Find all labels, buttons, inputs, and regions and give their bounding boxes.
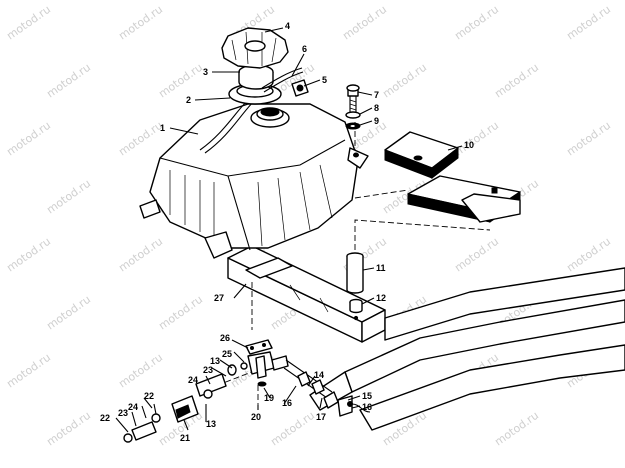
watermark-text: motod.ru: [564, 3, 613, 43]
callout-labels: 1 2 3 4 5 6 7 8 9 10 11 12 13 13 14 15 1…: [100, 21, 474, 443]
watermark-text: motod.ru: [452, 119, 501, 159]
callout-11: 11: [376, 263, 386, 273]
callout-4: 4: [285, 21, 290, 31]
watermark-text: motod.ru: [564, 119, 613, 159]
watermark-text: motod.ru: [116, 119, 165, 159]
watermark-text: motod.ru: [4, 235, 53, 275]
filler-cap-assembly: [221, 27, 289, 105]
callout-20: 20: [251, 412, 261, 422]
watermark-text: motod.ru: [44, 177, 93, 217]
fuel-tank: [139, 97, 369, 259]
callout-13b: 13: [206, 419, 216, 429]
callout-16a: 16: [282, 398, 292, 408]
watermark-text: motod.ru: [116, 351, 165, 391]
watermark-text: motod.ru: [44, 61, 93, 101]
callout-17: 17: [316, 412, 326, 422]
callout-26: 26: [220, 333, 230, 343]
callout-24a: 24: [188, 375, 198, 385]
callout-12: 12: [376, 293, 386, 303]
callout-25: 25: [222, 349, 232, 359]
fuel-valve-assembly: [240, 339, 289, 387]
watermark-text: motod.ru: [340, 3, 389, 43]
callout-6: 6: [302, 44, 307, 54]
vent-hose-fitting: [261, 67, 309, 97]
watermark-text: motod.ru: [492, 61, 541, 101]
callout-19: 19: [264, 393, 274, 403]
watermark-text: motod.ru: [4, 119, 53, 159]
callout-8: 8: [374, 103, 379, 113]
callout-1: 1: [160, 123, 165, 133]
callout-2: 2: [186, 95, 191, 105]
callout-23b: 23: [118, 408, 128, 418]
tank-pad: [245, 257, 293, 279]
watermark-text: motod.ru: [380, 61, 429, 101]
callout-7: 7: [374, 90, 379, 100]
callout-5: 5: [322, 75, 327, 85]
callout-15: 15: [362, 391, 372, 401]
watermark-text: motod.ru: [268, 409, 317, 449]
spacer-and-nut: [346, 252, 364, 321]
watermark-text: motod.ru: [156, 293, 205, 333]
callout-23a: 23: [203, 365, 213, 375]
watermark-text: motod.ru: [564, 235, 613, 275]
callout-22b: 22: [100, 413, 110, 423]
fuel-line-hose: [283, 359, 371, 417]
watermark-text: motod.ru: [4, 3, 53, 43]
watermark-text: motod.ru: [44, 409, 93, 449]
fuel-filter-line: [123, 364, 237, 443]
watermark-text: motod.ru: [116, 3, 165, 43]
watermark-text: motod.ru: [452, 235, 501, 275]
callout-14: 14: [314, 370, 324, 380]
callout-13a: 13: [210, 356, 220, 366]
tank-mount-pad: [384, 131, 521, 223]
watermark-text: motod.ru: [452, 3, 501, 43]
watermark-text: motod.ru: [156, 61, 205, 101]
watermark-text: motod.ru: [44, 293, 93, 333]
watermark-text: motod.ru: [4, 351, 53, 391]
callout-24b: 24: [128, 402, 138, 412]
mount-bolt-set: [345, 84, 361, 130]
callout-9: 9: [374, 116, 379, 126]
callout-27: 27: [214, 293, 224, 303]
watermark-text: motod.ru: [492, 409, 541, 449]
callout-10: 10: [464, 140, 474, 150]
callout-21: 21: [180, 433, 190, 443]
watermark-text: motod.ru: [116, 235, 165, 275]
leader-lines: [115, 27, 463, 433]
callout-16b: 16: [362, 402, 372, 412]
callout-22a: 22: [144, 391, 154, 401]
callout-3: 3: [203, 67, 208, 77]
